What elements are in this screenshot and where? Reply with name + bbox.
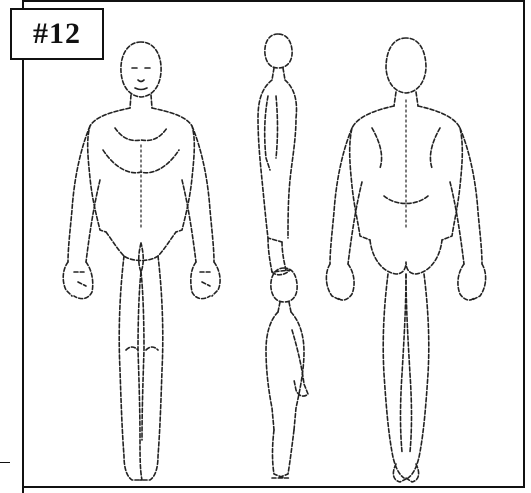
side-lower-torso	[266, 312, 304, 430]
back-head	[386, 38, 426, 93]
front-right-hand	[191, 262, 220, 299]
back-right-arm	[450, 128, 482, 264]
front-body-view	[63, 42, 220, 480]
side-upper-arm	[265, 96, 278, 170]
side-body-view-upper	[258, 34, 297, 275]
front-left-arm	[68, 126, 100, 262]
back-right-hand	[458, 264, 486, 300]
side-upper-legs	[268, 238, 290, 272]
front-left-hand	[63, 262, 93, 299]
back-right-leg	[406, 274, 429, 478]
front-right-leg	[140, 256, 163, 480]
back-left-hand	[326, 264, 354, 300]
back-left-arm	[330, 128, 362, 264]
front-right-arm	[182, 126, 214, 262]
back-body-view	[326, 38, 485, 482]
back-left-leg	[383, 274, 406, 478]
side-upper-head	[265, 34, 292, 68]
front-left-leg	[119, 256, 142, 480]
side-body-view-lower	[266, 268, 308, 478]
side-lower-legs	[273, 430, 295, 478]
back-feet	[393, 464, 418, 482]
